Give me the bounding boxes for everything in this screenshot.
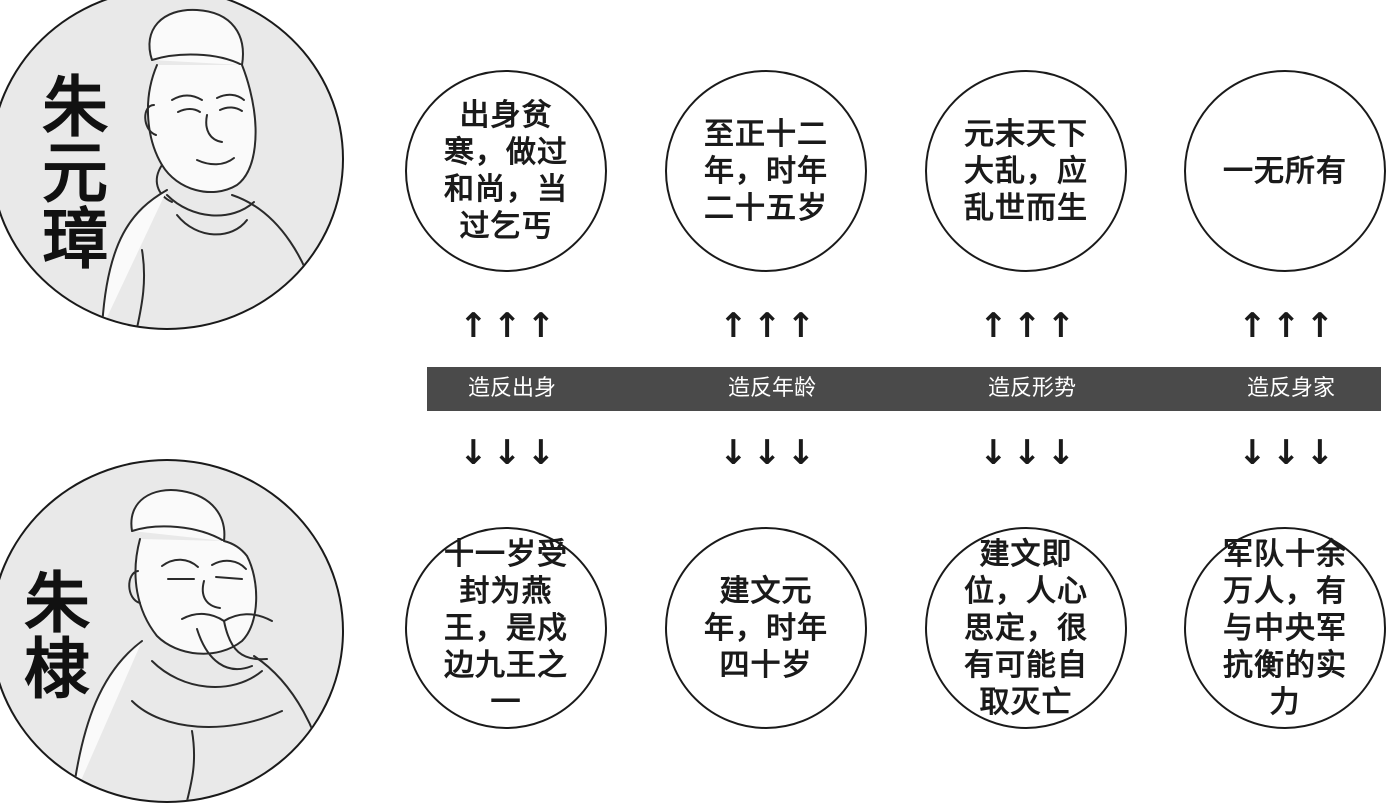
category-bar: 造反出身 造反年龄 造反形势 造反身家	[427, 367, 1381, 411]
bottom-circle-assets: 军队十余万人，有与中央军抗衡的实力	[1184, 527, 1386, 729]
down-arrows: ↓ ↓ ↓	[459, 433, 555, 473]
bottom-circle-text: 军队十余万人，有与中央军抗衡的实力	[1223, 536, 1347, 720]
portrait-zhu-di	[0, 459, 344, 803]
down-arrow-icon: ↓	[1305, 433, 1335, 473]
top-circle-text: 一无所有	[1223, 153, 1347, 189]
category-label-age: 造反年龄	[727, 376, 816, 401]
bottom-circle-origin: 十一岁受封为燕王，是戍边九王之一	[405, 527, 607, 729]
down-arrow-icon: ↓	[492, 433, 522, 473]
top-circle-text: 元末天下大乱，应乱世而生	[964, 116, 1088, 226]
bottom-circle-situation: 建文即位，人心思定，很有可能自取灭亡	[925, 527, 1127, 729]
figure-name-zhu-di: 朱棣	[24, 564, 90, 708]
top-circle-origin: 出身贫寒，做过和尚，当过乞丐	[405, 70, 607, 272]
down-arrow-icon: ↓	[1012, 433, 1042, 473]
up-arrow-icon: ↑	[526, 306, 556, 346]
up-arrow-icon: ↑	[492, 306, 522, 346]
top-circle-situation: 元末天下大乱，应乱世而生	[925, 70, 1127, 272]
up-arrow-icon: ↑	[459, 306, 488, 346]
up-arrow-icon: ↑	[1271, 306, 1301, 346]
up-arrow-icon: ↑	[1305, 306, 1335, 346]
category-label-situation: 造反形势	[987, 376, 1076, 401]
down-arrow-icon: ↓	[1271, 433, 1301, 473]
category-label-origin: 造反出身	[467, 376, 556, 401]
up-arrow-icon: ↑	[1012, 306, 1042, 346]
down-arrow-icon: ↓	[979, 433, 1008, 473]
top-circle-text: 至正十二年，时年二十五岁	[704, 116, 828, 226]
down-arrow-icon: ↓	[459, 433, 488, 473]
portrait-sketch-zhu-di	[71, 489, 333, 801]
portrait-zhu-yuanzhang	[0, 0, 344, 330]
top-circle-text: 出身贫寒，做过和尚，当过乞丐	[444, 98, 568, 244]
down-arrows: ↓ ↓ ↓	[1238, 433, 1334, 473]
down-arrow-icon: ↓	[786, 433, 816, 473]
down-arrows: ↓ ↓ ↓	[719, 433, 815, 473]
down-arrow-icon: ↓	[1046, 433, 1076, 473]
top-circle-assets: 一无所有	[1184, 70, 1386, 272]
down-arrows: ↓ ↓ ↓	[979, 433, 1075, 473]
portrait-sketch-zhu-yuanzhang	[101, 8, 323, 328]
up-arrow-icon: ↑	[1046, 306, 1076, 346]
up-arrows: ↑ ↑ ↑	[459, 306, 555, 346]
up-arrow-icon: ↑	[979, 306, 1008, 346]
down-arrow-icon: ↓	[752, 433, 782, 473]
bottom-circle-age: 建文元年，时年四十岁	[665, 527, 867, 729]
down-arrow-icon: ↓	[719, 433, 748, 473]
bottom-circle-text: 十一岁受封为燕王，是戍边九王之一	[444, 536, 568, 720]
up-arrows: ↑ ↑ ↑	[1238, 306, 1334, 346]
figure-name-zhu-yuanzhang: 朱元璋	[42, 68, 108, 278]
bottom-circle-text: 建文即位，人心思定，很有可能自取灭亡	[964, 536, 1088, 720]
top-circle-age: 至正十二年，时年二十五岁	[665, 70, 867, 272]
up-arrows: ↑ ↑ ↑	[979, 306, 1075, 346]
down-arrow-icon: ↓	[526, 433, 556, 473]
up-arrow-icon: ↑	[719, 306, 748, 346]
category-label-assets: 造反身家	[1246, 376, 1335, 401]
up-arrows: ↑ ↑ ↑	[719, 306, 815, 346]
up-arrow-icon: ↑	[786, 306, 816, 346]
up-arrow-icon: ↑	[752, 306, 782, 346]
down-arrow-icon: ↓	[1238, 433, 1267, 473]
bottom-circle-text: 建文元年，时年四十岁	[704, 573, 828, 683]
up-arrow-icon: ↑	[1238, 306, 1267, 346]
